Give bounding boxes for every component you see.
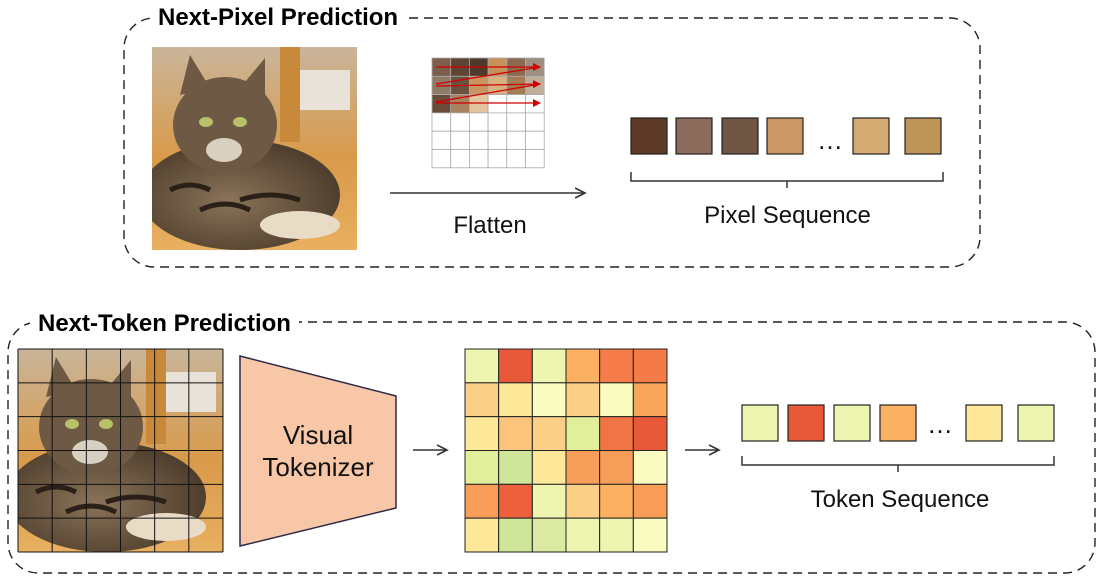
scan-arrow xyxy=(435,83,541,103)
heatmap-cell xyxy=(599,483,634,519)
pixel-grid-cell xyxy=(450,112,470,132)
heatmap-cell xyxy=(498,416,533,451)
pixel-square xyxy=(675,117,713,155)
next-token-title: Next-Token Prediction xyxy=(30,310,299,338)
heatmap-cell xyxy=(531,517,567,553)
heatmap-cell xyxy=(464,382,500,418)
heatmap-cell xyxy=(599,348,634,384)
pixel-sequence-label: Pixel Sequence xyxy=(704,202,871,229)
heatmap-cell xyxy=(498,517,533,553)
heatmap-cell xyxy=(632,348,668,384)
pixel-grid-cell xyxy=(450,149,470,169)
pixel-grid-cell xyxy=(431,112,452,132)
next-pixel-title: Next-Pixel Prediction xyxy=(150,4,407,32)
token-square xyxy=(787,404,825,442)
heatmap-cell xyxy=(531,483,567,519)
pixel-ellipsis: … xyxy=(817,125,843,155)
heatmap-cell xyxy=(565,483,601,519)
pixel-square xyxy=(721,117,759,155)
pixel-sequence xyxy=(630,117,942,155)
pixel-grid-cell xyxy=(468,94,489,114)
token-sequence-brace xyxy=(741,456,1055,472)
heatmap-cell xyxy=(565,416,601,451)
heatmap-cell xyxy=(632,416,668,451)
heatmap-cell xyxy=(531,450,567,485)
token-ellipsis: … xyxy=(927,409,953,439)
pixel-grid-cell xyxy=(506,94,526,114)
heatmap-cell xyxy=(632,483,668,519)
pixel-grid-cell xyxy=(506,130,526,150)
pixel-grid-cell xyxy=(525,94,545,114)
heatmap-cell xyxy=(498,348,533,384)
heatmap-cell xyxy=(565,382,601,418)
heatmap-cell xyxy=(498,483,533,519)
heatmap-cell xyxy=(464,416,500,451)
token-square xyxy=(741,404,779,442)
cat-photo-top xyxy=(152,47,357,250)
flatten-label: Flatten xyxy=(453,212,527,239)
patch-grid-overlay xyxy=(17,348,224,553)
heatmap-cell xyxy=(464,483,500,519)
pixel-square xyxy=(630,117,668,155)
heatmap-cell xyxy=(599,517,634,553)
visual-tokenizer-shape xyxy=(239,355,397,547)
pixel-grid-cell xyxy=(525,112,545,132)
heatmap-cell xyxy=(498,450,533,485)
pixel-grid-cell xyxy=(525,149,545,169)
token-sequence-label: Token Sequence xyxy=(810,486,990,513)
heatmap-cell xyxy=(565,348,601,384)
pixel-grid-cell xyxy=(525,130,545,150)
heatmap-cell xyxy=(632,517,668,553)
token-square xyxy=(965,404,1003,442)
heatmap-cell xyxy=(632,382,668,418)
scan-arrow xyxy=(435,80,541,89)
heatmap-cell xyxy=(632,450,668,485)
pixel-square xyxy=(852,117,890,155)
token-sequence xyxy=(741,404,1055,442)
next-pixel-frame xyxy=(123,17,981,268)
token-heatmap xyxy=(464,348,668,553)
token-square xyxy=(1017,404,1055,442)
pixel-sequence-brace xyxy=(630,172,944,188)
heatmap-cell xyxy=(599,416,634,451)
pixel-square xyxy=(766,117,804,155)
next-token-frame xyxy=(7,321,1096,574)
visual-tokenizer-label-line2: Tokenizer xyxy=(262,452,374,482)
heatmap-cell xyxy=(464,450,500,485)
heatmap-cell xyxy=(531,348,567,384)
heatmap-cell xyxy=(531,382,567,418)
pixel-grid-cell xyxy=(487,94,508,114)
pixel-grid-cell xyxy=(450,130,470,150)
heatmap-cell xyxy=(599,382,634,418)
token-square xyxy=(833,404,871,442)
pixel-grid-cell xyxy=(506,112,526,132)
heatmap-cell xyxy=(498,382,533,418)
pixel-grid-cell xyxy=(431,149,452,169)
heatmap-cell xyxy=(531,416,567,451)
pixel-square xyxy=(904,117,942,155)
pixel-grid-cell xyxy=(468,112,489,132)
heatmap-cell xyxy=(565,517,601,553)
pixel-grid-cell xyxy=(431,130,452,150)
pixel-grid-cell xyxy=(468,130,489,150)
pixel-grid-cell xyxy=(468,149,489,169)
pixel-grid-cell xyxy=(506,149,526,169)
scan-arrow xyxy=(435,66,541,85)
pixel-grid-cell xyxy=(431,94,452,114)
heatmap-cell xyxy=(565,450,601,485)
heatmap-cell xyxy=(464,517,500,553)
pixel-grid-cell xyxy=(506,75,526,96)
visual-tokenizer-label-line1: Visual xyxy=(282,420,354,450)
pixel-grid-cell xyxy=(487,130,508,150)
heatmap-cell xyxy=(599,450,634,485)
token-square xyxy=(879,404,917,442)
heatmap-cell xyxy=(464,348,500,384)
pixel-grid-cell xyxy=(487,112,508,132)
pixel-grid-cell xyxy=(487,149,508,169)
pixel-grid xyxy=(431,57,545,169)
